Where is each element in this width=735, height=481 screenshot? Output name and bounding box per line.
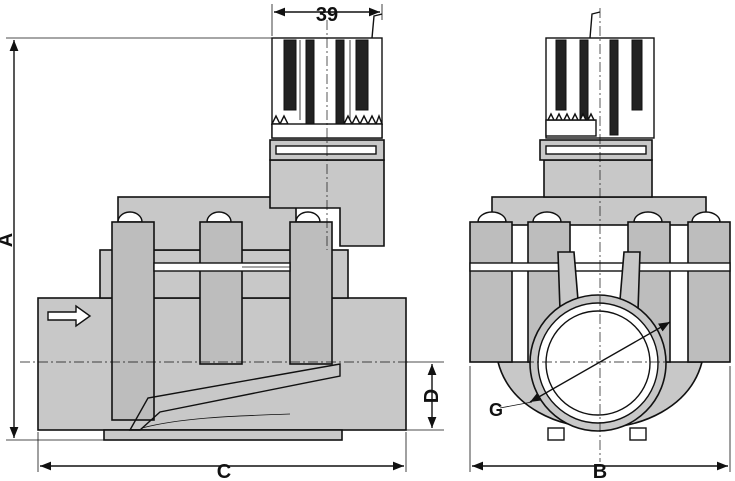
front-bonnet bbox=[491, 196, 707, 226]
bolt-left bbox=[111, 221, 155, 421]
dimension-c-label: C bbox=[217, 461, 231, 481]
dimension-g-label: G bbox=[489, 400, 503, 420]
bolt-right bbox=[289, 221, 333, 365]
dimension-39-label: 39 bbox=[316, 4, 338, 26]
dimension-b-label: B bbox=[593, 461, 607, 481]
side-view bbox=[20, 13, 410, 441]
front-view bbox=[469, 8, 731, 462]
dimension-d-label: D bbox=[421, 389, 443, 403]
front-solenoid-housing bbox=[543, 159, 653, 198]
dimension-a-label: A bbox=[0, 233, 17, 247]
bottom-flange bbox=[103, 429, 343, 441]
front-bolt-4 bbox=[687, 221, 731, 363]
flow-direction-arrow bbox=[47, 304, 92, 328]
front-bolt-1 bbox=[469, 221, 513, 363]
dimension-lines bbox=[6, 4, 731, 472]
bolt-middle bbox=[199, 221, 243, 365]
